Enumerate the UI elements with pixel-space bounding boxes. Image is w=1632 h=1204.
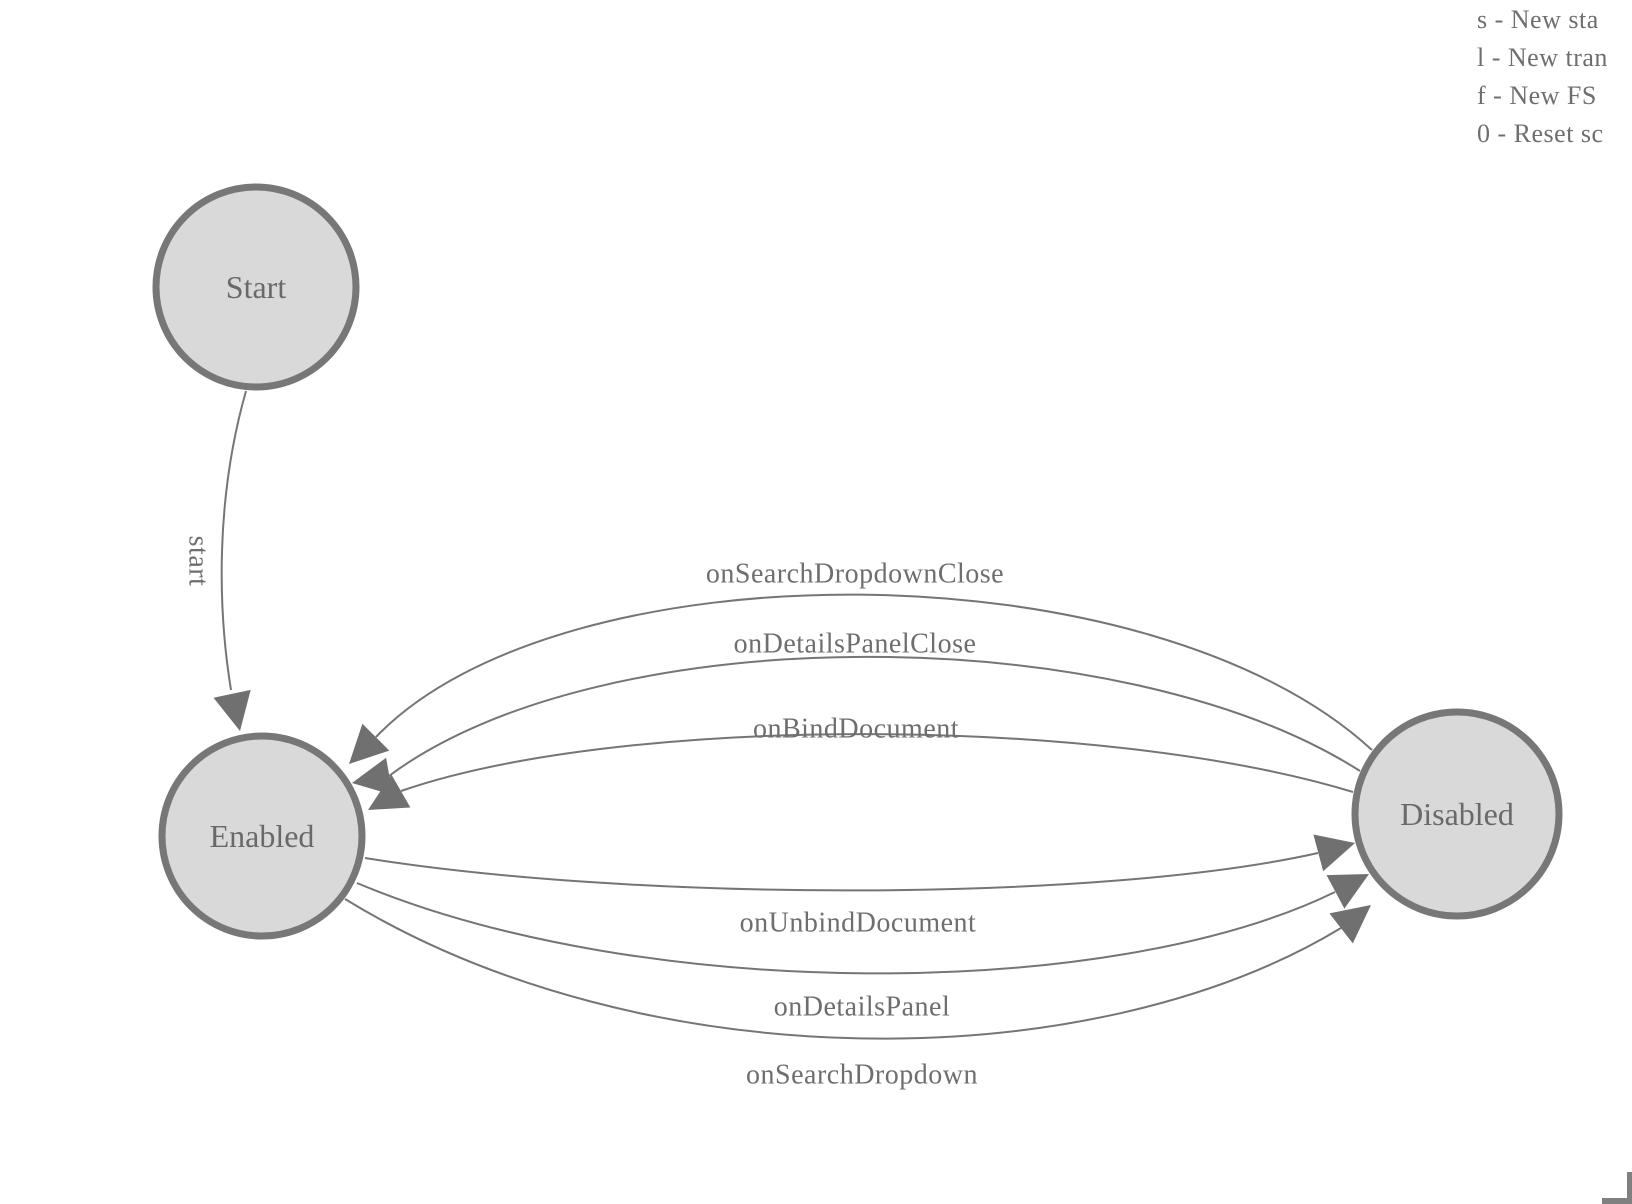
keyboard-shortcuts-help: s - New sta l - New tran f - New FS 0 - … — [1477, 1, 1632, 153]
transition-onBindDocument[interactable] — [400, 733, 1354, 793]
transition-label-onUnbindDocument: onUnbindDocument — [740, 908, 977, 939]
state-circle-start[interactable] — [152, 183, 360, 391]
arrowhead-icon-onDetailsPanelClose — [352, 757, 393, 796]
shortcut-new-state: s - New sta — [1477, 5, 1599, 34]
arrowhead-icon-start — [213, 689, 251, 731]
transition-label-onBindDocument: onBindDocument — [753, 714, 959, 745]
arrowhead-icon-onDetailsPanel — [1326, 874, 1369, 909]
transition-label-onDetailsPanel: onDetailsPanel — [774, 992, 951, 1023]
transition-onSearchDropdownClose[interactable] — [375, 593, 1373, 751]
transition-onDetailsPanel[interactable] — [356, 882, 1336, 975]
shortcut-new-transition: l - New tran — [1477, 43, 1608, 72]
shortcut-reset-scale: 0 - Reset sc — [1477, 119, 1604, 148]
canvas-corner-mark-horizontal — [1602, 1198, 1632, 1204]
shortcut-new-fsm: f - New FS — [1477, 81, 1597, 110]
arrowhead-icon-onSearchDropdownClose — [349, 723, 390, 764]
state-circle-enabled[interactable] — [158, 732, 366, 940]
arrowhead-icon-onBindDocument — [368, 774, 411, 810]
transition-start[interactable] — [220, 390, 247, 691]
transition-label-onSearchDropdownClose: onSearchDropdownClose — [706, 559, 1004, 590]
transition-label-start: start — [183, 536, 214, 587]
transition-onSearchDropdown[interactable] — [344, 898, 1342, 1040]
transition-onUnbindDocument[interactable] — [364, 852, 1319, 892]
canvas-corner-mark-vertical — [1627, 1172, 1632, 1204]
transition-label-onDetailsPanelClose: onDetailsPanelClose — [734, 629, 977, 660]
transition-label-onSearchDropdown: onSearchDropdown — [746, 1060, 978, 1091]
arrowhead-icon-onSearchDropdown — [1329, 905, 1371, 944]
state-circle-disabled[interactable] — [1351, 708, 1563, 920]
arrowhead-icon-onUnbindDocument — [1313, 834, 1355, 872]
transition-onDetailsPanelClose[interactable] — [388, 655, 1361, 777]
